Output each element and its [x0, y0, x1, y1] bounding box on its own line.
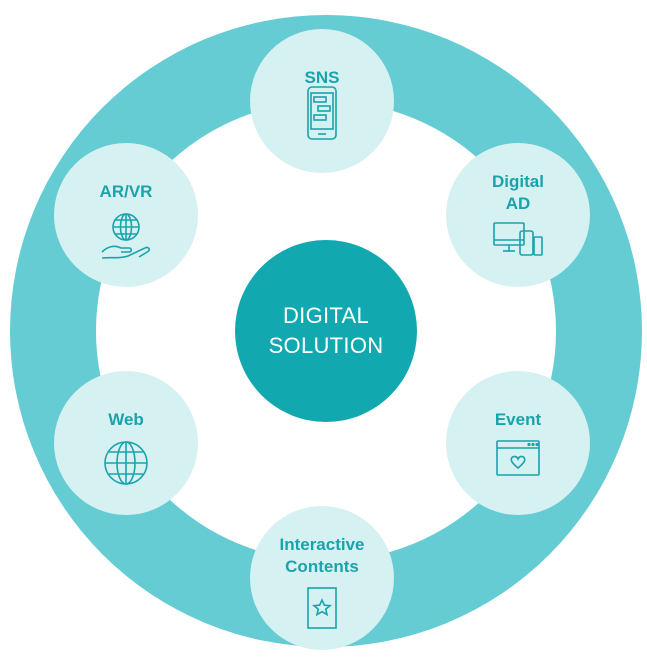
node-digital-ad: Digital AD: [446, 143, 590, 287]
node-digital-ad-label: Digital AD: [492, 172, 544, 213]
devices-icon: [493, 222, 543, 256]
node-interactive-contents-label: Interactive Contents: [279, 535, 365, 576]
browser-heart-icon: [496, 440, 540, 476]
center-label: DIGITAL SOLUTION: [268, 303, 384, 358]
node-web-label: Web: [108, 410, 144, 429]
center-circle: DIGITAL SOLUTION: [235, 240, 417, 422]
node-sns-label: SNS: [304, 68, 340, 87]
node-ar-vr-label: AR/VR: [99, 182, 153, 201]
node-sns: SNS: [250, 29, 394, 173]
node-event: Event: [446, 371, 590, 515]
node-web: Web: [54, 371, 198, 515]
globe-icon: [104, 441, 148, 485]
node-interactive-contents: Interactive Contents: [250, 506, 394, 650]
star-card-icon: [307, 587, 337, 629]
node-ar-vr: AR/VR: [54, 143, 198, 287]
hand-globe-icon: [101, 213, 151, 259]
smartphone-icon: [307, 86, 337, 140]
node-event-label: Event: [494, 410, 542, 429]
